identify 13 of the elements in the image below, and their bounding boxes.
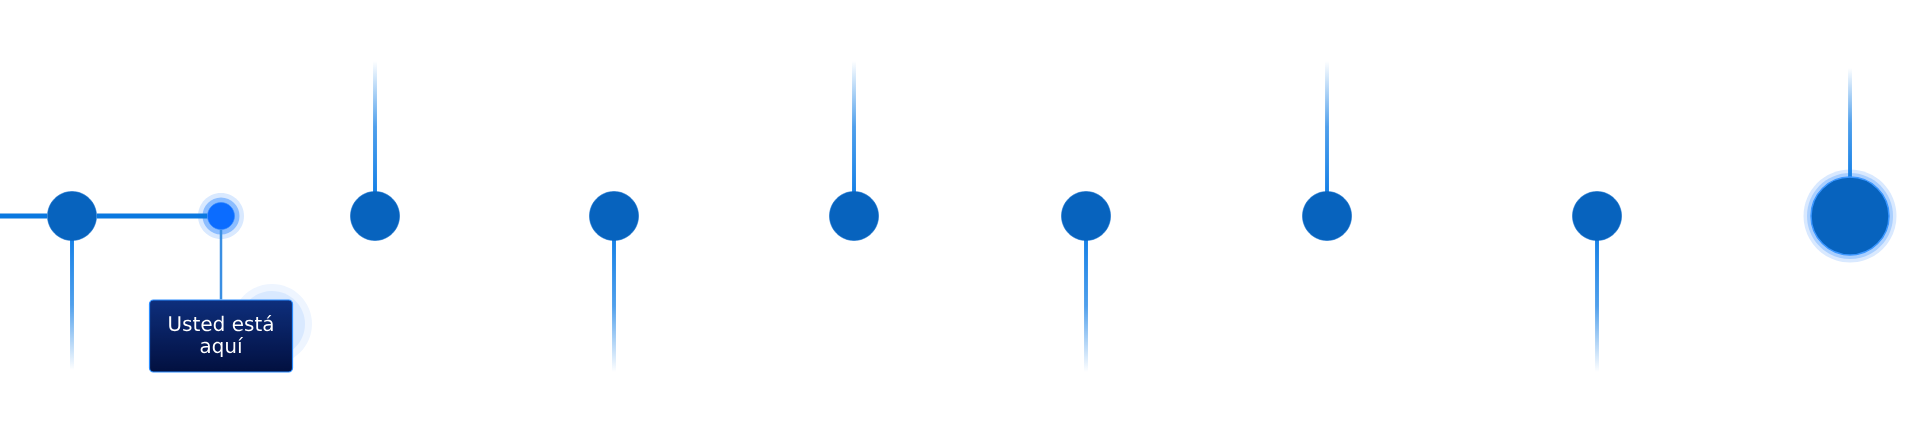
milestone-circle [350, 191, 400, 241]
milestone-circle [829, 191, 879, 241]
milestone-circle [1810, 176, 1890, 256]
milestone-circle [589, 191, 639, 241]
track-line [0, 213, 48, 219]
milestone-circle [47, 191, 97, 241]
milestone-circle [1572, 191, 1622, 241]
leader-line [219, 229, 223, 300]
milestone-circle [1061, 191, 1111, 241]
marker-dot [207, 202, 235, 230]
milestone-circle [1302, 191, 1352, 241]
location-tag: Usted está aquí [148, 299, 294, 373]
track-line [96, 213, 208, 219]
